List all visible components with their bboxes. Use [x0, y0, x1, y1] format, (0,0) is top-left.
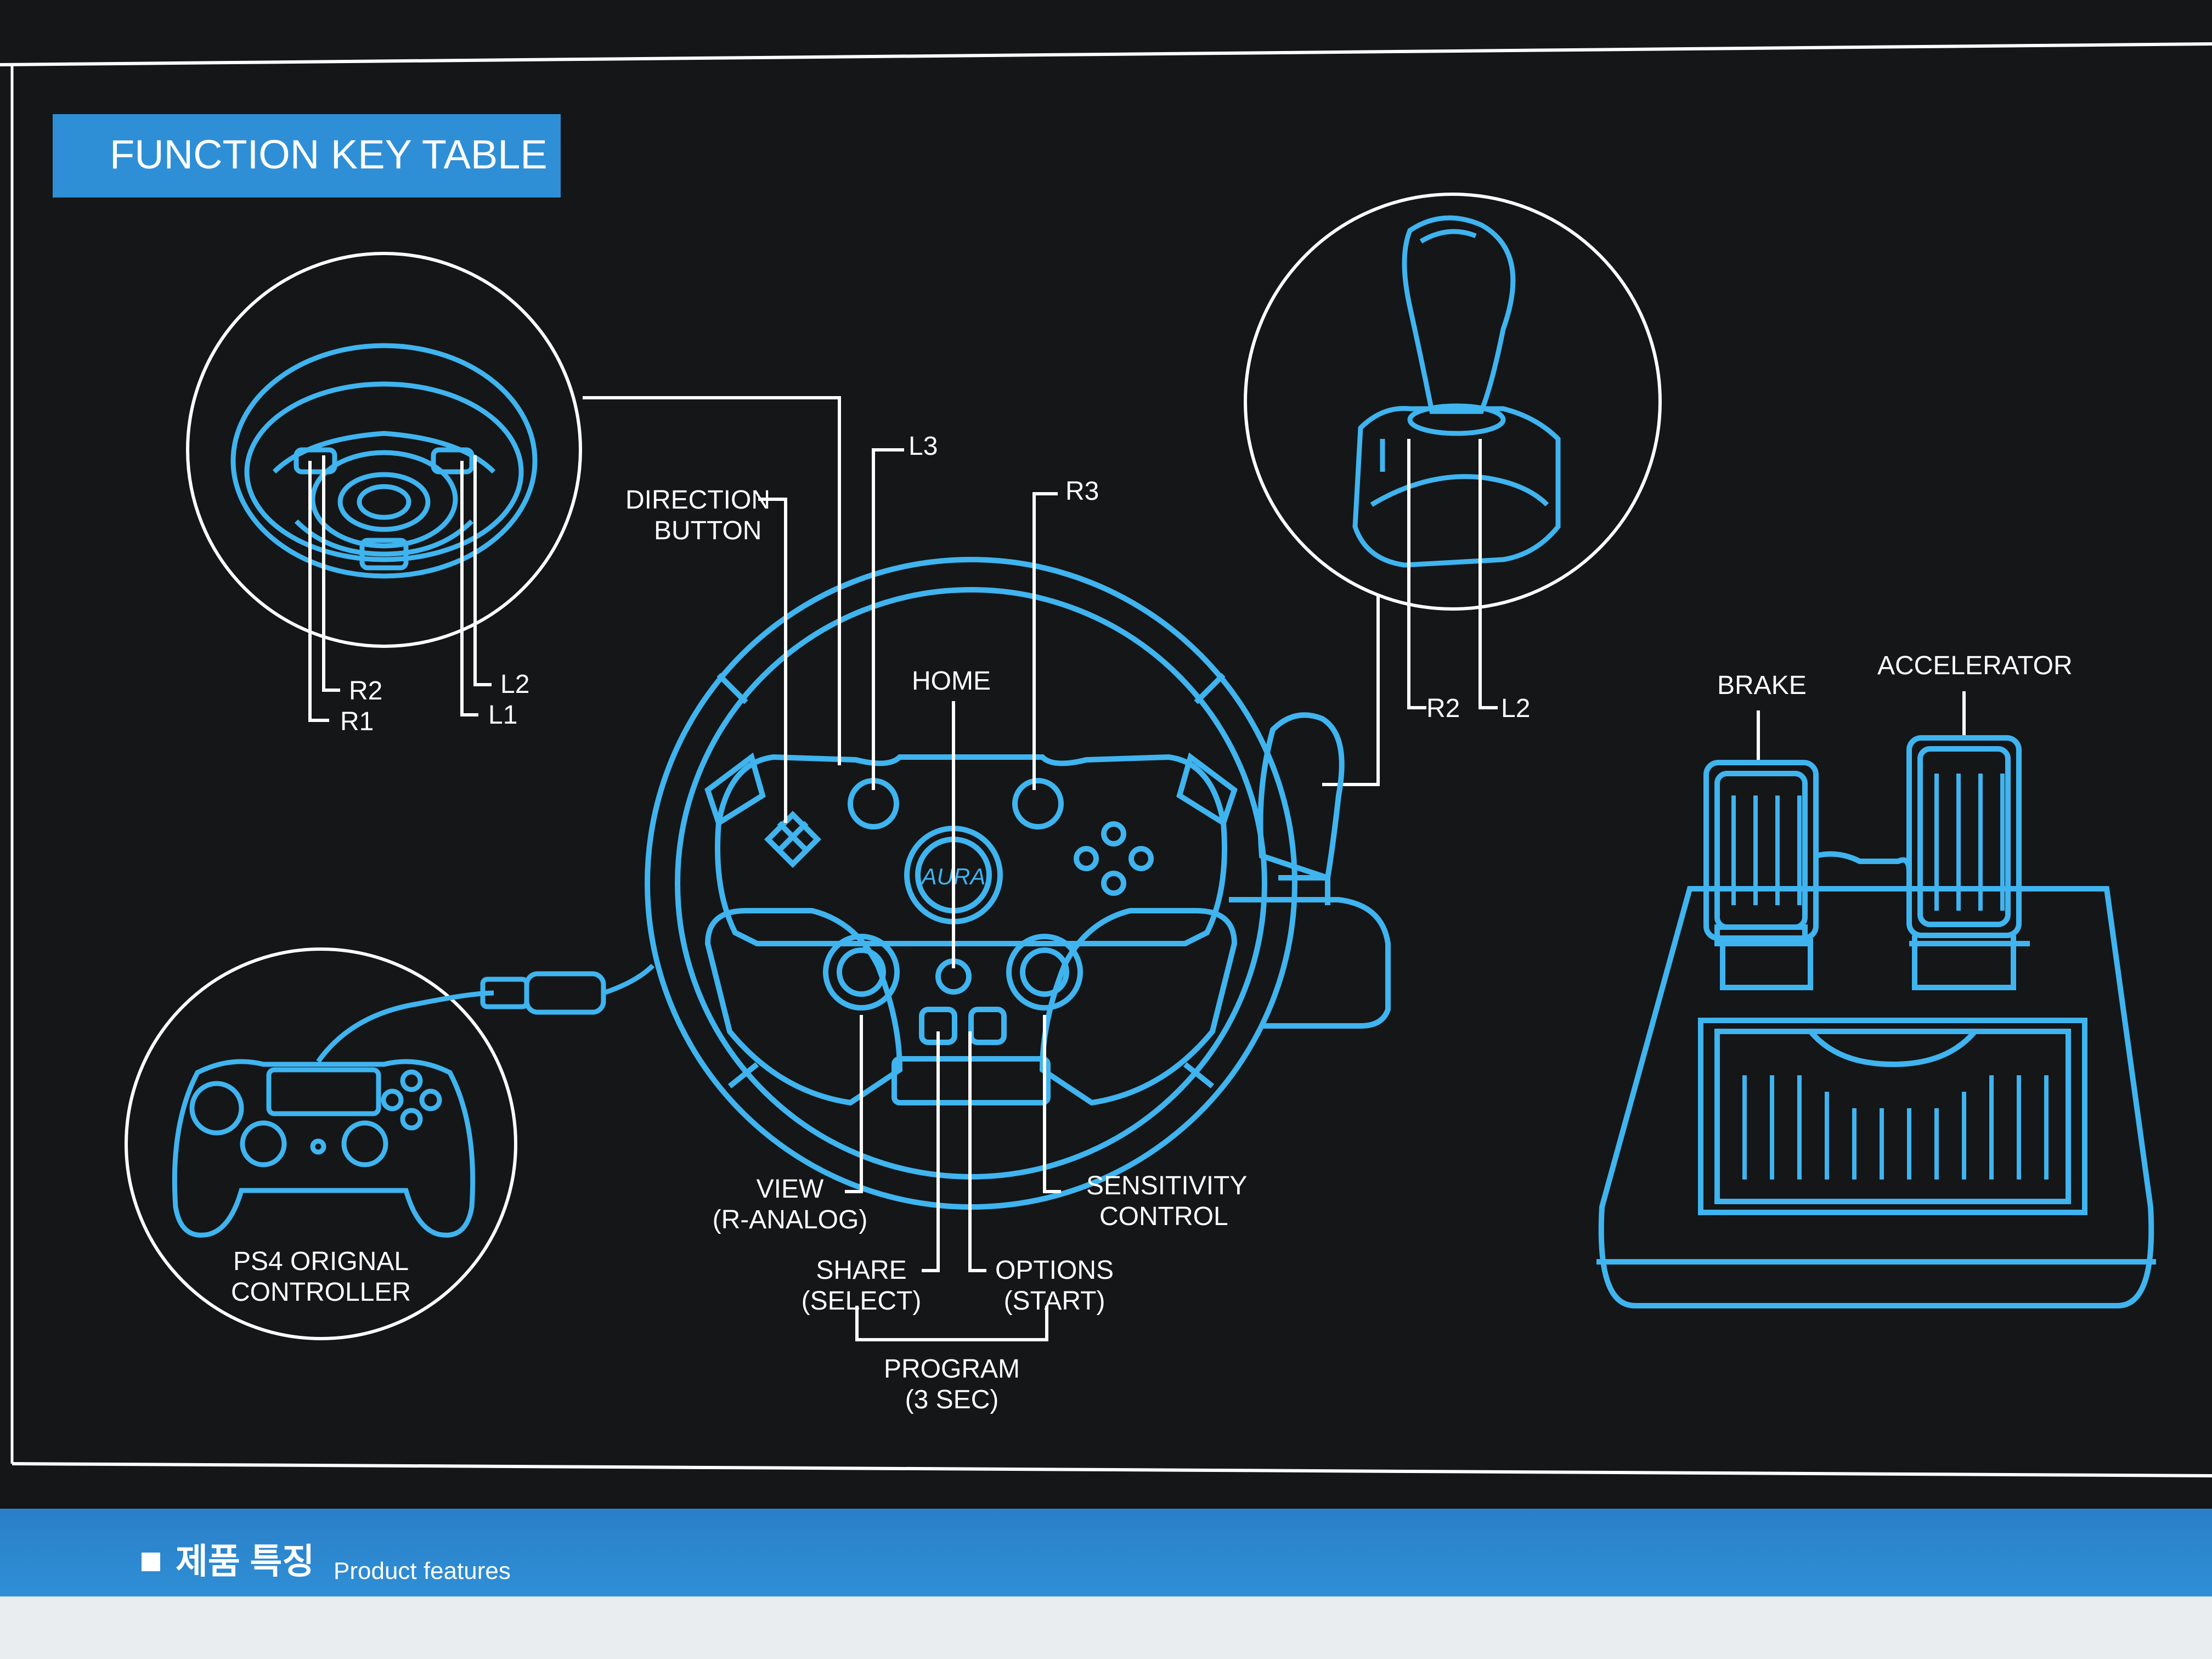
label-r2-paddle: R2 — [349, 676, 383, 706]
label-view-line1: VIEW — [756, 1175, 824, 1204]
label-accelerator: ACCELERATOR — [1877, 651, 2073, 680]
section-title-english: Product features — [334, 1558, 511, 1584]
paddle-shifter-drawing — [230, 343, 538, 579]
gear-shifter-detail — [1244, 193, 1662, 611]
label-l2-paddle: L2 — [500, 670, 530, 699]
label-sensitivity-line2: CONTROL — [1099, 1202, 1228, 1231]
label-l2-shifter: L2 — [1501, 694, 1531, 723]
wheel-leader-lines — [583, 396, 1061, 1341]
label-r3: R3 — [1065, 477, 1099, 506]
label-r1-paddle: R1 — [340, 707, 374, 736]
label-ps4-controller-line1: PS4 ORIGNAL — [233, 1247, 409, 1276]
label-share-line2: (SELECT) — [801, 1286, 922, 1316]
label-view-line2: (R-ANALOG) — [712, 1205, 868, 1234]
label-brake: BRAKE — [1717, 671, 1807, 700]
label-r2-shifter: R2 — [1426, 694, 1460, 723]
ps4-controller-drawing — [172, 1059, 476, 1238]
section-bullet-icon — [142, 1553, 160, 1571]
label-direction-button-line1: DIRECTION — [625, 486, 770, 515]
usb-cable — [316, 963, 655, 1063]
label-options-line2: (START) — [1003, 1286, 1105, 1316]
frame-bottom-line — [12, 1462, 2212, 1477]
shifter-knob-drawing — [1352, 215, 1561, 568]
label-share-line1: SHARE — [816, 1256, 907, 1285]
product-features-body — [0, 1596, 2212, 1659]
pedal-leader-lines — [1757, 691, 1966, 760]
label-direction-button-line2: BUTTON — [654, 516, 762, 545]
title-banner — [53, 114, 561, 198]
label-l3: L3 — [909, 432, 938, 461]
product-features-band — [0, 1509, 2212, 1596]
ps4-controller-detail — [125, 947, 517, 1340]
label-sensitivity-line1: SENSITIVITY — [1086, 1171, 1248, 1200]
paddle-shifter-detail — [186, 252, 582, 648]
paddle-leader-lines — [308, 455, 492, 722]
frame-top-line — [0, 42, 2212, 66]
label-program-line1: PROGRAM — [883, 1355, 1020, 1384]
shifter-leader-lines — [1322, 439, 1498, 786]
pedal-unit-drawing — [1596, 735, 2156, 1308]
label-home: HOME — [912, 667, 991, 696]
page-title: FUNCTION KEY TABLE — [110, 132, 548, 177]
label-options-line1: OPTIONS — [995, 1256, 1114, 1285]
section-title-korean: 제품 특징 — [176, 1542, 315, 1581]
label-l1-paddle: L1 — [488, 701, 518, 730]
label-ps4-controller-line2: CONTROLLER — [230, 1278, 411, 1307]
label-program-line2: (3 SEC) — [905, 1385, 999, 1414]
steering-wheel-drawing — [645, 557, 1391, 1210]
